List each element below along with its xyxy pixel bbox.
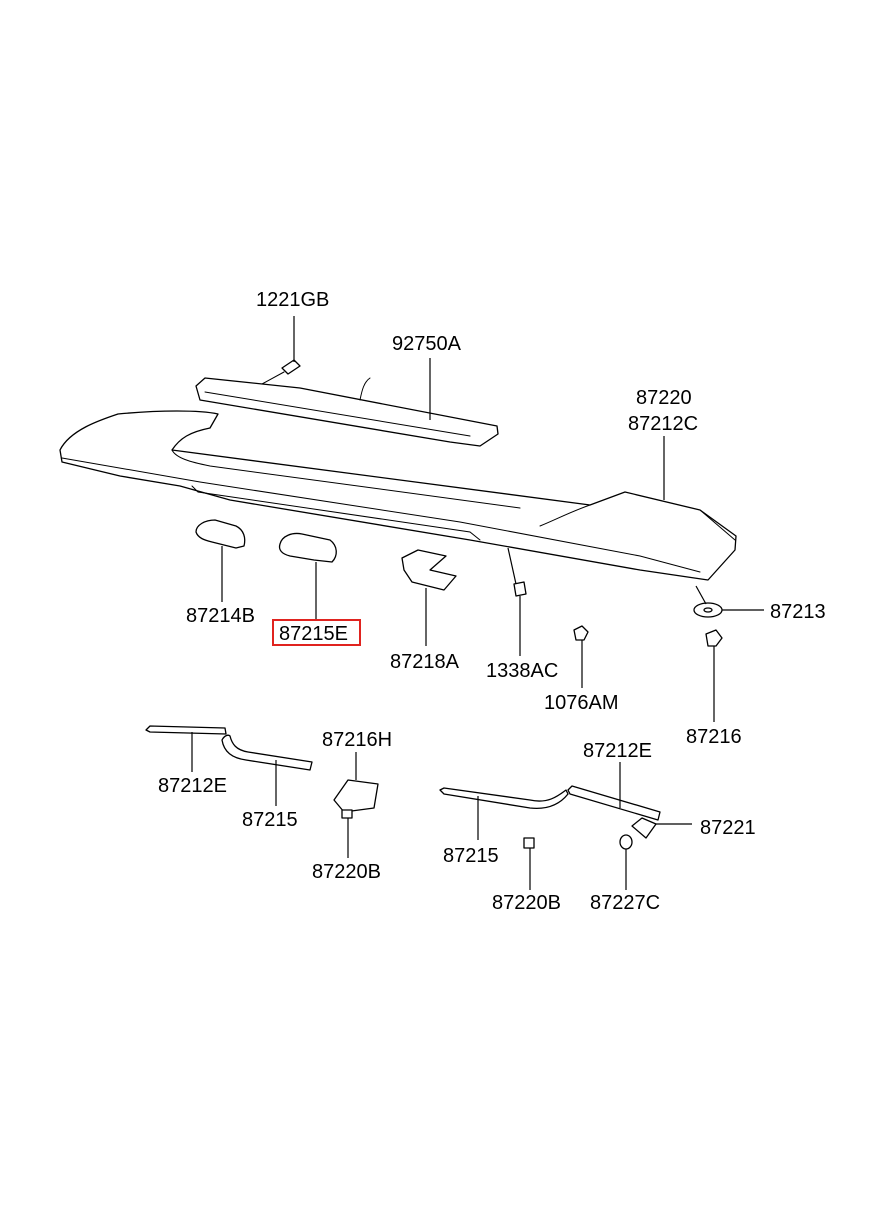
- label-1221gb[interactable]: 1221GB: [256, 289, 329, 311]
- label-1076am[interactable]: 1076AM: [544, 692, 619, 714]
- label-87215-right[interactable]: 87215: [443, 845, 499, 867]
- label-87212e-left[interactable]: 87212E: [158, 775, 227, 797]
- moulding-87215-left-part: [221, 734, 313, 771]
- pad-87214b-part: [195, 519, 246, 549]
- screw-1221gb-part: [261, 359, 301, 385]
- label-87220[interactable]: 87220: [636, 387, 692, 409]
- label-1338ac[interactable]: 1338AC: [486, 660, 558, 682]
- label-87227c[interactable]: 87227C: [590, 892, 660, 914]
- clip-1076am-part: [573, 625, 589, 641]
- pad-87215e-part: [278, 532, 337, 563]
- leader-lines: [191, 316, 764, 890]
- label-87212c[interactable]: 87212C: [628, 413, 698, 435]
- clip-87221-part: [631, 817, 657, 839]
- rear-spoiler-part: [59, 410, 737, 581]
- grommet-87227c-part: [619, 834, 633, 850]
- label-87221[interactable]: 87221: [700, 817, 756, 839]
- label-87218a[interactable]: 87218A: [390, 651, 460, 673]
- label-87216[interactable]: 87216: [686, 726, 742, 748]
- washer-87213-part: [693, 602, 723, 618]
- label-87214b[interactable]: 87214B: [186, 605, 255, 627]
- label-87216h[interactable]: 87216H: [322, 729, 392, 751]
- moulding-87212e-right-part: [567, 785, 661, 821]
- clip-87220b-left-part: [341, 809, 353, 819]
- highlight-box: [272, 619, 361, 646]
- bracket-87218a-part: [401, 549, 457, 591]
- label-87220b-right[interactable]: 87220B: [492, 892, 561, 914]
- label-92750a[interactable]: 92750A: [392, 333, 462, 355]
- nut-87216-part: [705, 629, 723, 647]
- moulding-87215-right-part: [439, 787, 569, 810]
- high-mount-stop-lamp-part: [195, 377, 499, 447]
- label-87213[interactable]: 87213: [770, 601, 826, 623]
- label-87212e-right[interactable]: 87212E: [583, 740, 652, 762]
- label-87215e[interactable]: 87215E: [279, 623, 348, 645]
- moulding-87212e-left-part: [145, 725, 227, 735]
- clip-87220b-right-part: [523, 837, 535, 849]
- clip-1338ac-part: [513, 581, 527, 597]
- label-87220b-left[interactable]: 87220B: [312, 861, 381, 883]
- label-87215-left[interactable]: 87215: [242, 809, 298, 831]
- seal-87216h-part: [333, 779, 379, 813]
